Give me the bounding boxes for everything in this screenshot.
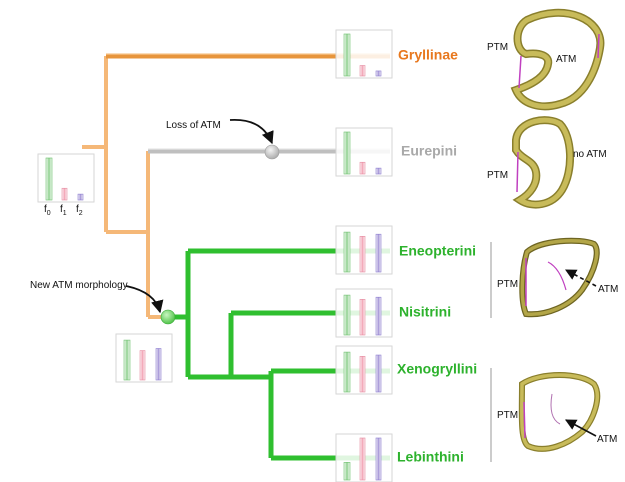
spectrum-bar-nisitrini-f1 [359,298,366,336]
spectrum-bar-eurepini-f2 [375,167,382,175]
spectrum-bar-legend-f0 [45,157,53,201]
legend-f0: f0 [44,204,51,217]
spectrum-bar-lebinthini-f0 [343,462,351,481]
spectrum-bar-gryllinae-f2 [375,70,382,77]
taxon-label-gryllinae: Gryllinae [398,47,458,63]
ptm-label-eneopterini: PTM [497,279,518,290]
new-morphology-node [160,309,176,325]
taxon-label-lebinthini: Lebinthini [397,449,464,465]
legend-f2: f2 [76,204,83,217]
spectrum-bar-lebinthini-f2 [375,437,382,481]
tympanum-gryllinae: PTM ATM [487,8,605,111]
taxon-label-eneopterini: Eneopterini [399,243,476,259]
taxon-label-eurepini: Eurepini [401,143,457,159]
spectrum-bar-nisitrini-f2 [375,296,382,336]
taxon-label-xenogryllini: Xenogryllini [397,361,477,377]
ptm-label-lebinthini: PTM [497,410,518,421]
spectrum-bar-legend-f1 [61,187,68,201]
ptm-label-gryllinae: PTM [487,42,508,53]
spectrum-bar-eurepini-f1 [359,161,366,175]
taxon-label-nisitrini: Nisitrini [399,304,451,320]
spectrum-bar-xenogryllini-f0 [343,351,351,393]
spectrum-bar-gryllinae-f0 [343,33,351,77]
new-morphology-arrow [125,285,164,314]
atm-label-lebinthini: ATM [597,434,617,445]
spectrum-bar-eurepini-f0 [343,131,351,175]
spectrum-bar-nisitrini-f0 [343,294,351,336]
spectrum-bar-eneopterini-f2 [375,233,382,273]
spectrum-bar-lebinthini-f1 [359,437,366,481]
tympanum-lebinthini: PTM ATM [497,372,617,452]
spectrum-bar-legend-f2 [77,193,84,201]
spectrum-bar-ancestor_new-f1 [139,350,146,381]
legend-frequency-labels: f0 f1 f2 [44,204,83,217]
new-atm-morphology-annotation: New ATM morphology [30,280,128,291]
spectrum-bar-gryllinae-f1 [359,65,366,77]
legend-f1: f1 [60,204,67,217]
tympanum-eneopterini: PTM ATM [497,237,618,318]
spectrum-bar-ancestor_new-f2 [155,348,162,381]
spectrum-bar-eneopterini-f1 [359,236,366,273]
ptm-label-eurepini: PTM [487,170,508,181]
atm-label-gryllinae: ATM [556,54,576,65]
ancestral-branches [82,56,168,319]
spectrum-bar-xenogryllini-f1 [359,355,366,393]
loss-arrow [229,119,274,145]
spectrum-bar-eneopterini-f0 [343,231,351,273]
spectrum-bar-xenogryllini-f2 [375,354,382,393]
loss-of-atm-annotation: Loss of ATM [166,120,221,131]
loss-node [264,144,280,160]
atm-label-eneopterini: ATM [598,284,618,295]
tympanum-eurepini: PTM no ATM [487,116,607,209]
spectrum-bar-ancestor_new-f0 [123,339,131,381]
no-atm-label-eurepini: no ATM [573,149,607,160]
